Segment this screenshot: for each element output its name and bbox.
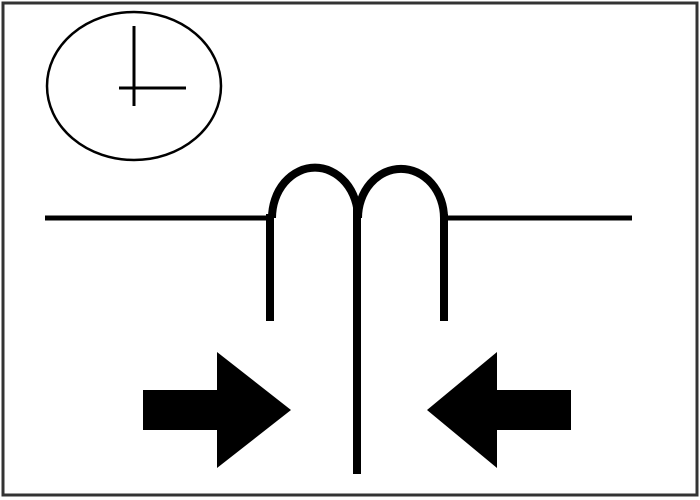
coil-loop-right <box>354 164 448 219</box>
arrow-right-icon <box>143 352 291 468</box>
arrow-left-icon <box>427 352 571 468</box>
clock-icon <box>45 10 223 162</box>
clock-face <box>45 10 223 162</box>
coil-loop-left <box>268 163 362 219</box>
coil-loops-icon <box>268 163 448 219</box>
